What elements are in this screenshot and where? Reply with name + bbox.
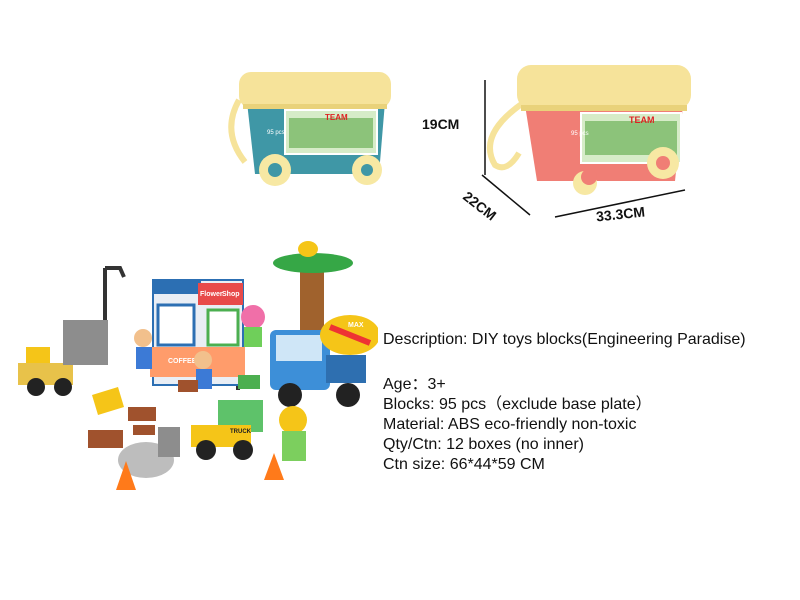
box-count: 95 pcs bbox=[267, 130, 285, 136]
dimension-lines bbox=[481, 80, 686, 218]
height-dimension-label: 19CM bbox=[422, 116, 460, 132]
product-specs: Description: DIY toys blocks(Engineering… bbox=[383, 330, 798, 475]
spec-blocks: Blocks: 95 pcs（exclude base plate） bbox=[383, 396, 652, 413]
box-brand: TEAM bbox=[325, 113, 348, 122]
mixer-text: MAX bbox=[348, 322, 364, 329]
box-count-pink: 95 pcs bbox=[571, 131, 589, 137]
shop-flower-text: Flower bbox=[200, 291, 223, 298]
shop-shop-text: Shop bbox=[222, 291, 240, 298]
spec-qty: Qty/Ctn: 12 boxes (no inner) bbox=[383, 436, 584, 453]
blocks-playset-image: Flower Shop COFFEE MAX TRUCK bbox=[18, 241, 378, 490]
spec-age: Age：3+ bbox=[383, 376, 446, 393]
spec-ctn-size: Ctn size: 66*44*59 CM bbox=[383, 456, 545, 473]
blue-storage-box-image: TEAM 95 pcs bbox=[228, 72, 391, 186]
truck-text: TRUCK bbox=[230, 429, 252, 435]
spec-material: Material: ABS eco-friendly non-toxic bbox=[383, 416, 637, 433]
box-brand-pink: TEAM bbox=[629, 115, 655, 125]
spec-description: Description: DIY toys blocks(Engineering… bbox=[383, 331, 746, 348]
coffee-text: COFFEE bbox=[168, 358, 197, 365]
pink-storage-box-image: TEAM 95 pcs bbox=[486, 65, 691, 195]
